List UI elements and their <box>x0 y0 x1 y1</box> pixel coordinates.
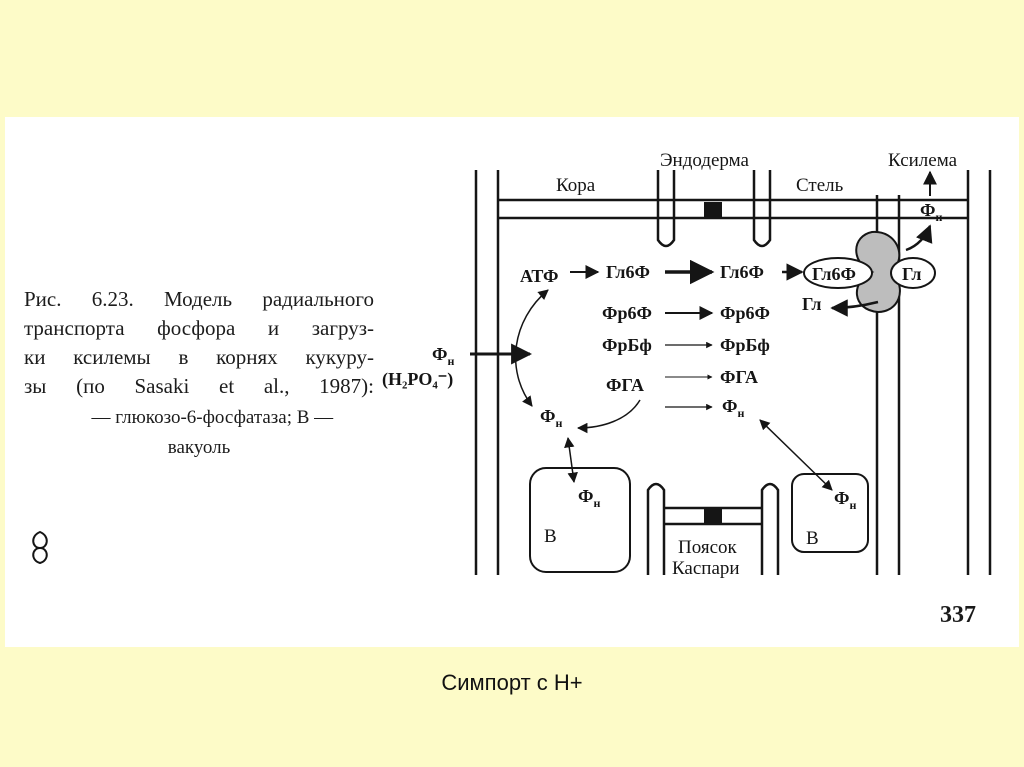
label-fn-right: Фн <box>722 396 744 420</box>
label-casparian-2: Каспари <box>672 558 740 579</box>
label-h2po4: (H₂PO₄⁻) <box>382 369 453 390</box>
label-stele: Стель <box>796 175 844 196</box>
glucose-6-phosphatase-enzyme <box>803 230 936 314</box>
label-gl6f-left: Гл6Ф <box>606 262 650 282</box>
label-fga-left: ФГА <box>606 375 644 395</box>
scanned-page <box>5 117 1019 647</box>
legend-text-1: — глюкозо-6-фосфатаза; В — <box>91 407 334 428</box>
label-vacuole-left: В <box>544 526 557 547</box>
casparian-strip-bottom <box>704 509 722 523</box>
caption-line-4: зы (по Sasaki et al., 1987): <box>24 374 374 398</box>
label-gl-out: Гл <box>802 294 822 314</box>
glucose-6-phosphatase-legend-icon <box>32 530 48 565</box>
label-fn-vacuole-left: Фн <box>578 486 600 510</box>
caption-line-1: Рис. 6.23. Модель радиального <box>24 287 374 311</box>
vacuole-left <box>529 467 631 573</box>
label-frbf-left: ФрБф <box>602 335 652 355</box>
label-cortex: Кора <box>556 175 596 196</box>
label-casparian-1: Поясок <box>678 537 738 558</box>
label-fn-xylem: Фн <box>920 200 942 224</box>
label-fn-vacuole-right: Фн <box>834 488 856 512</box>
label-atp: АТФ <box>520 266 559 286</box>
label-frbf-right: ФрБф <box>720 335 770 355</box>
caption-line-3: ки ксилемы в корнях кукуру- <box>24 345 374 369</box>
cell-walls <box>474 170 992 575</box>
slide-caption: Симпорт с H+ <box>441 670 583 695</box>
label-fga-right: ФГА <box>720 367 758 387</box>
label-gl6f-enzyme: Гл6Ф <box>812 264 856 284</box>
label-fr6f-left: Фр6Ф <box>602 303 652 323</box>
flow-arrows <box>470 170 937 491</box>
label-fr6f-right: Фр6Ф <box>720 303 770 323</box>
page-number: 337 <box>940 602 976 628</box>
label-fn-center: Фн <box>540 406 562 430</box>
label-xylem: Ксилема <box>888 150 958 171</box>
legend-line-1: — глюкозо-6-фосфатаза; В — <box>24 405 374 430</box>
label-endodermis: Эндодерма <box>660 150 750 171</box>
label-vacuole-right: В <box>806 528 819 549</box>
figure-caption: Рис. 6.23. Модель радиального транспорта… <box>24 285 374 458</box>
label-gl6f-mid: Гл6Ф <box>720 262 764 282</box>
casparian-strip-top <box>704 202 722 217</box>
label-fn-input: Фн <box>432 344 454 368</box>
vacuole-right <box>791 473 869 553</box>
caption-line-2: транспорта фосфора и загруз- <box>24 316 374 340</box>
legend-line-2: вакуоль <box>167 437 231 458</box>
label-gl-enzyme: Гл <box>902 264 922 284</box>
